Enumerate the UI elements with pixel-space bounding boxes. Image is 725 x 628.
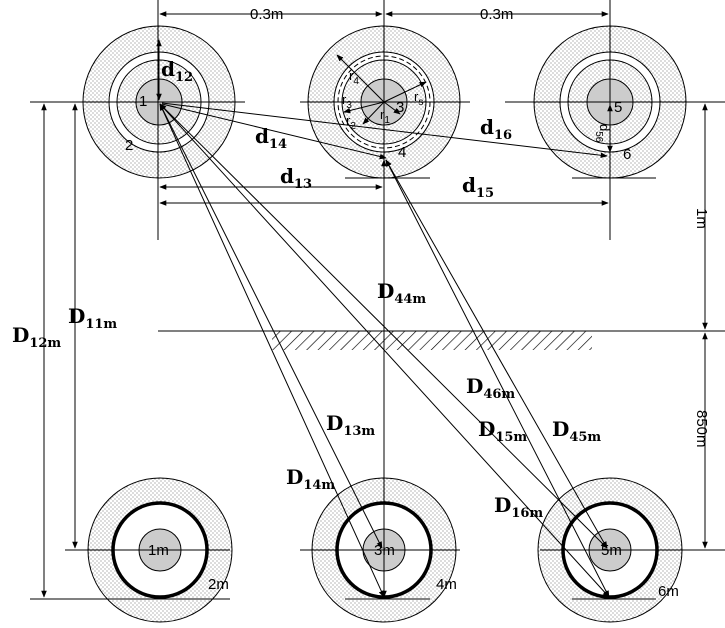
- r4-label: r4: [349, 68, 359, 87]
- distance-label-d13m: D13m: [326, 411, 375, 439]
- spacing-right-label: 0.3m: [480, 6, 513, 23]
- distance-label-d44m: D44m: [377, 279, 426, 307]
- vertical-bottom-label: 850m: [693, 410, 710, 448]
- image-labels: 1m 2m 3m 4m 5m 6m: [148, 542, 679, 600]
- conductor-6-label: 6: [623, 146, 631, 163]
- spacing-left-label: 0.3m: [250, 6, 283, 23]
- vertical-top-label: 1m: [693, 208, 710, 229]
- image-1m-label: 1m: [148, 542, 169, 559]
- distance-label-d12: d12: [161, 57, 193, 85]
- distance-label-d15m: D15m: [478, 417, 527, 445]
- image-3m-label: 3m: [374, 542, 395, 559]
- distance-label-d15: d15: [462, 173, 494, 201]
- distance-label-d45m: D45m: [552, 417, 601, 445]
- d56-label: d56: [593, 124, 612, 143]
- radius-labels: r1 r2 r3 r4 rs d56: [342, 68, 612, 143]
- distance-label-d16m: D16m: [494, 493, 543, 521]
- distance-label-d14m: D14m: [286, 465, 335, 493]
- ground-surface: [158, 330, 725, 350]
- distance-label-d12m: D12m: [12, 323, 61, 351]
- image-6m-label: 6m: [658, 583, 679, 600]
- conductor-labels: 1 2 3 4 5 6: [125, 93, 631, 163]
- r2-label: r2: [346, 113, 356, 132]
- distance-label-d11m: D11m: [68, 304, 117, 332]
- conductor-2-label: 2: [125, 137, 133, 154]
- rs-label: rs: [414, 89, 423, 108]
- image-4m-label: 4m: [436, 576, 457, 593]
- spacing-labels: 0.3m 0.3m 1m 850m: [250, 6, 710, 448]
- image-5m-label: 5m: [601, 542, 622, 559]
- distance-label-d46m: D46m: [466, 374, 515, 402]
- r1-label: r1: [380, 107, 390, 126]
- distance-label-d16: d16: [480, 115, 512, 143]
- r3-label: r3: [342, 92, 352, 111]
- conductor-1-label: 1: [139, 93, 147, 110]
- distance-label-d13: d13: [280, 164, 312, 192]
- conductor-3-label: 3: [396, 99, 404, 116]
- conductor-4-label: 4: [398, 144, 406, 161]
- image-2m-label: 2m: [208, 576, 229, 593]
- dimension-lines: [41, 11, 708, 598]
- conductor-5-label: 5: [614, 99, 622, 116]
- distance-label-d14: d14: [255, 124, 287, 152]
